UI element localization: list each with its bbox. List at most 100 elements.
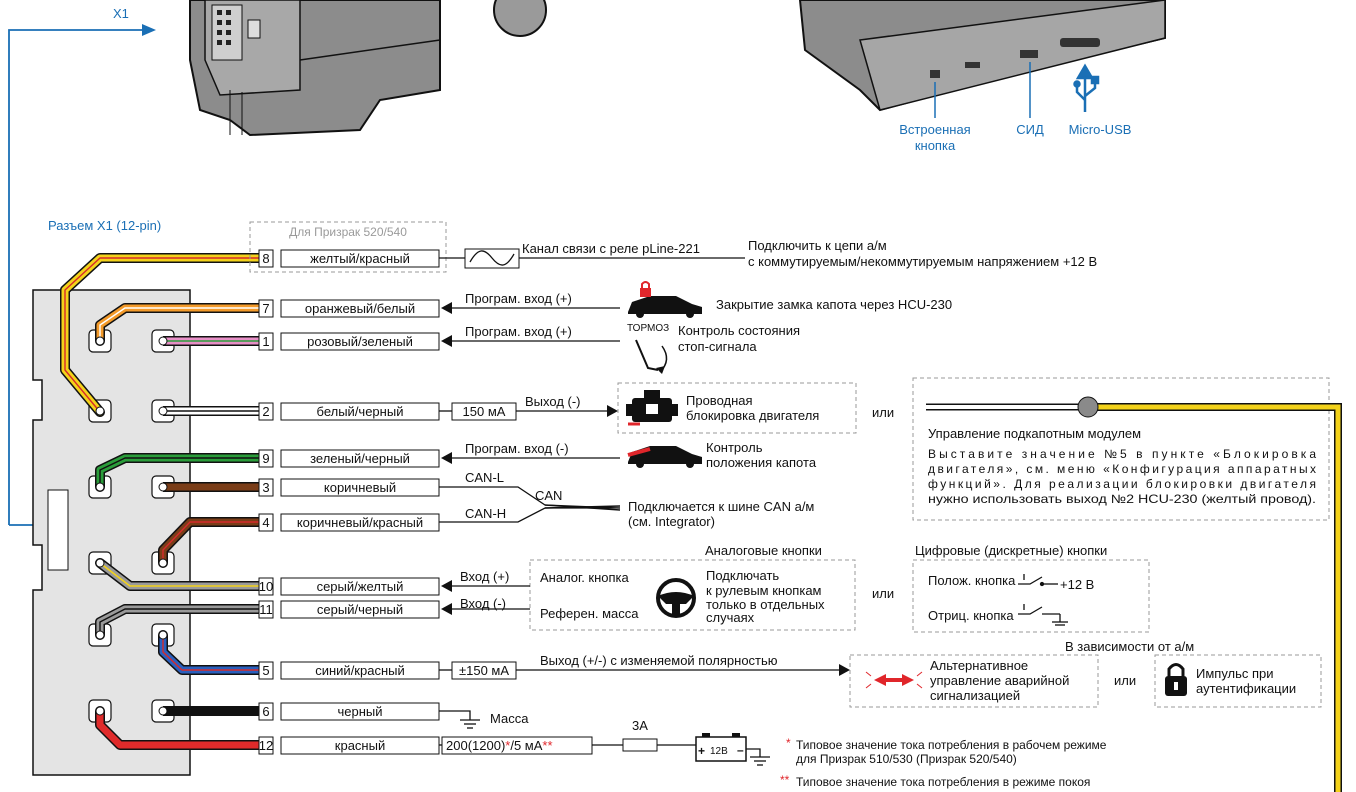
svg-text:3: 3 (262, 480, 269, 495)
switch-negative-icon (1018, 604, 1068, 626)
svg-text:2: 2 (262, 404, 269, 419)
mass-text: Масса (490, 711, 529, 726)
pin-label-11: 11 серый/черный (258, 600, 440, 619)
current-red-text: 200(1200)*/5 мА** (446, 738, 553, 753)
pin-label-10: 10 серый/желтый (258, 577, 440, 596)
can-label: CAN (535, 488, 562, 503)
svg-text:1: 1 (262, 334, 269, 349)
connect-circuit-text-2: с коммутируемым/некоммутируемым напряжен… (748, 254, 1097, 269)
input-plus-10: Вход (+) (460, 569, 509, 584)
hood-module-title: Управление подкапотным модулем (928, 426, 1141, 441)
car-hood-icon (627, 446, 702, 468)
connector-housing (32, 289, 191, 776)
pin-label-6: 6 черный (258, 702, 440, 721)
pin-sockets (88, 329, 175, 723)
svg-text:10: 10 (259, 579, 273, 594)
impulse-text: Импульс при (1196, 666, 1274, 681)
usb-icon (1073, 63, 1100, 112)
svg-text:черный: черный (337, 704, 382, 719)
or-text-3: или (1114, 673, 1136, 688)
svg-text:розовый/зеленый: розовый/зеленый (307, 334, 413, 349)
pos-button-text: Полож. кнопка (928, 573, 1016, 588)
battery-icon: + – 12В (695, 733, 747, 762)
connect-circuit-text: Подключить к цепи а/м (748, 238, 887, 253)
footnote-1-text: Типовое значение тока потребления в рабо… (796, 738, 1107, 752)
wire-green-black (95, 453, 265, 492)
steering-text-4: случаях (706, 610, 755, 625)
wired-block-text: Проводная (686, 393, 753, 408)
svg-text:серый/черный: серый/черный (317, 602, 403, 617)
svg-text:зеленый/черный: зеленый/черный (310, 451, 410, 466)
input-minus-11: Вход (-) (460, 596, 506, 611)
ground-icon-battery (750, 756, 770, 766)
note-520-540: Для Призрак 520/540 (289, 225, 407, 239)
analog-button-text: Аналог. кнопка (540, 570, 630, 585)
output-minus-2: Выход (-) (525, 394, 581, 409)
svg-text:+: + (698, 744, 705, 758)
wire-gray-black (95, 604, 265, 640)
svg-text:4: 4 (262, 515, 269, 530)
hazard-arrows-icon (865, 671, 923, 689)
digital-buttons-title: Цифровые (дискретные) кнопки (915, 543, 1107, 558)
ground-icon-mass (460, 719, 480, 729)
prog-in-minus-9: Програм. вход (-) (465, 441, 569, 456)
svg-text:5: 5 (262, 663, 269, 678)
pin-label-1: 1 розовый/зеленый (258, 332, 440, 351)
wire-blue-red (158, 630, 265, 675)
svg-text:оранжевый/белый: оранжевый/белый (305, 301, 415, 316)
car-lock-icon (628, 281, 702, 318)
footnote-1-text-2: для Призрак 510/530 (Призрак 520/540) (796, 752, 1017, 766)
hood-lock-text: Закрытие замка капота через HCU-230 (716, 297, 952, 312)
alt-alarm-text: Альтернативное (930, 658, 1028, 673)
device-right-image (798, 0, 1166, 112)
pin-label-9: 9 зеленый/черный (258, 449, 440, 468)
svg-text:красный: красный (335, 738, 385, 753)
svg-text:серый/желтый: серый/желтый (317, 579, 404, 594)
ref-mass-text: Референ. масса (540, 606, 639, 621)
svg-text:коричневый: коричневый (324, 480, 396, 495)
wired-block-text-2: блокировка двигателя (686, 408, 819, 423)
svg-text:7: 7 (262, 301, 269, 316)
footnote-2-text: Типовое значение тока потребления в режи… (796, 775, 1090, 789)
hood-position-text-2: положения капота (706, 455, 817, 470)
pin-label-3: 3 коричневый (258, 478, 440, 497)
micro-usb-label: Micro-USB (1069, 122, 1132, 137)
output-pm-text: Выход (+/-) с изменяемой полярностью (540, 653, 778, 668)
wire-red (95, 706, 265, 750)
steering-text-2: к рулевым кнопкам (706, 583, 822, 598)
svg-text:желтый/красный: желтый/красный (310, 251, 410, 266)
svg-text:белый/черный: белый/черный (317, 404, 404, 419)
footnote-2-star: ** (780, 773, 790, 787)
or-text-2: или (872, 586, 894, 601)
brake-control-text: Контроль состояния (678, 323, 800, 338)
svg-text:11: 11 (259, 602, 273, 617)
hood-module-desc-3: функций». Для реализации блокировки двиг… (928, 477, 1316, 491)
padlock-icon (1165, 663, 1187, 696)
neg-button-text: Отриц. кнопка (928, 608, 1014, 623)
connector-title: Разъем X1 (12-pin) (48, 218, 161, 233)
alt-alarm-text-2: управление аварийной (930, 673, 1069, 688)
pin-label-12: 12 красный (258, 736, 440, 755)
svg-text:6: 6 (262, 704, 269, 719)
svg-text:синий/красный: синий/красный (315, 663, 405, 678)
can-bus-text-2: (см. Integrator) (628, 514, 715, 529)
can-h-label: CAN-H (465, 506, 506, 521)
steering-text: Подключать (706, 568, 779, 583)
hood-position-text: Контроль (706, 440, 763, 455)
hood-module-desc-4: нужно использовать выход №2 HCU-230 (жел… (928, 492, 1316, 506)
brake-word: ТОРМОЗ (627, 323, 669, 334)
footnote-1-star: * (786, 736, 791, 750)
hood-module-cable (926, 396, 1342, 792)
pin-label-4: 4 коричневый/красный (258, 513, 440, 532)
fuse-text: 3А (632, 718, 648, 733)
hood-module-desc-2: двигателя», см. меню «Конфигурация аппар… (928, 462, 1316, 476)
led-label: СИД (1016, 122, 1044, 137)
pin-label-5: 5 синий/красный (258, 661, 440, 680)
svg-text:12В: 12В (710, 746, 728, 757)
wire-orange-white (95, 303, 265, 346)
svg-text:12: 12 (259, 738, 273, 753)
builtin-button-label: Встроенная (899, 122, 970, 137)
pin-label-2: 2 белый/черный (258, 402, 440, 421)
wire-brown-red (158, 517, 265, 568)
